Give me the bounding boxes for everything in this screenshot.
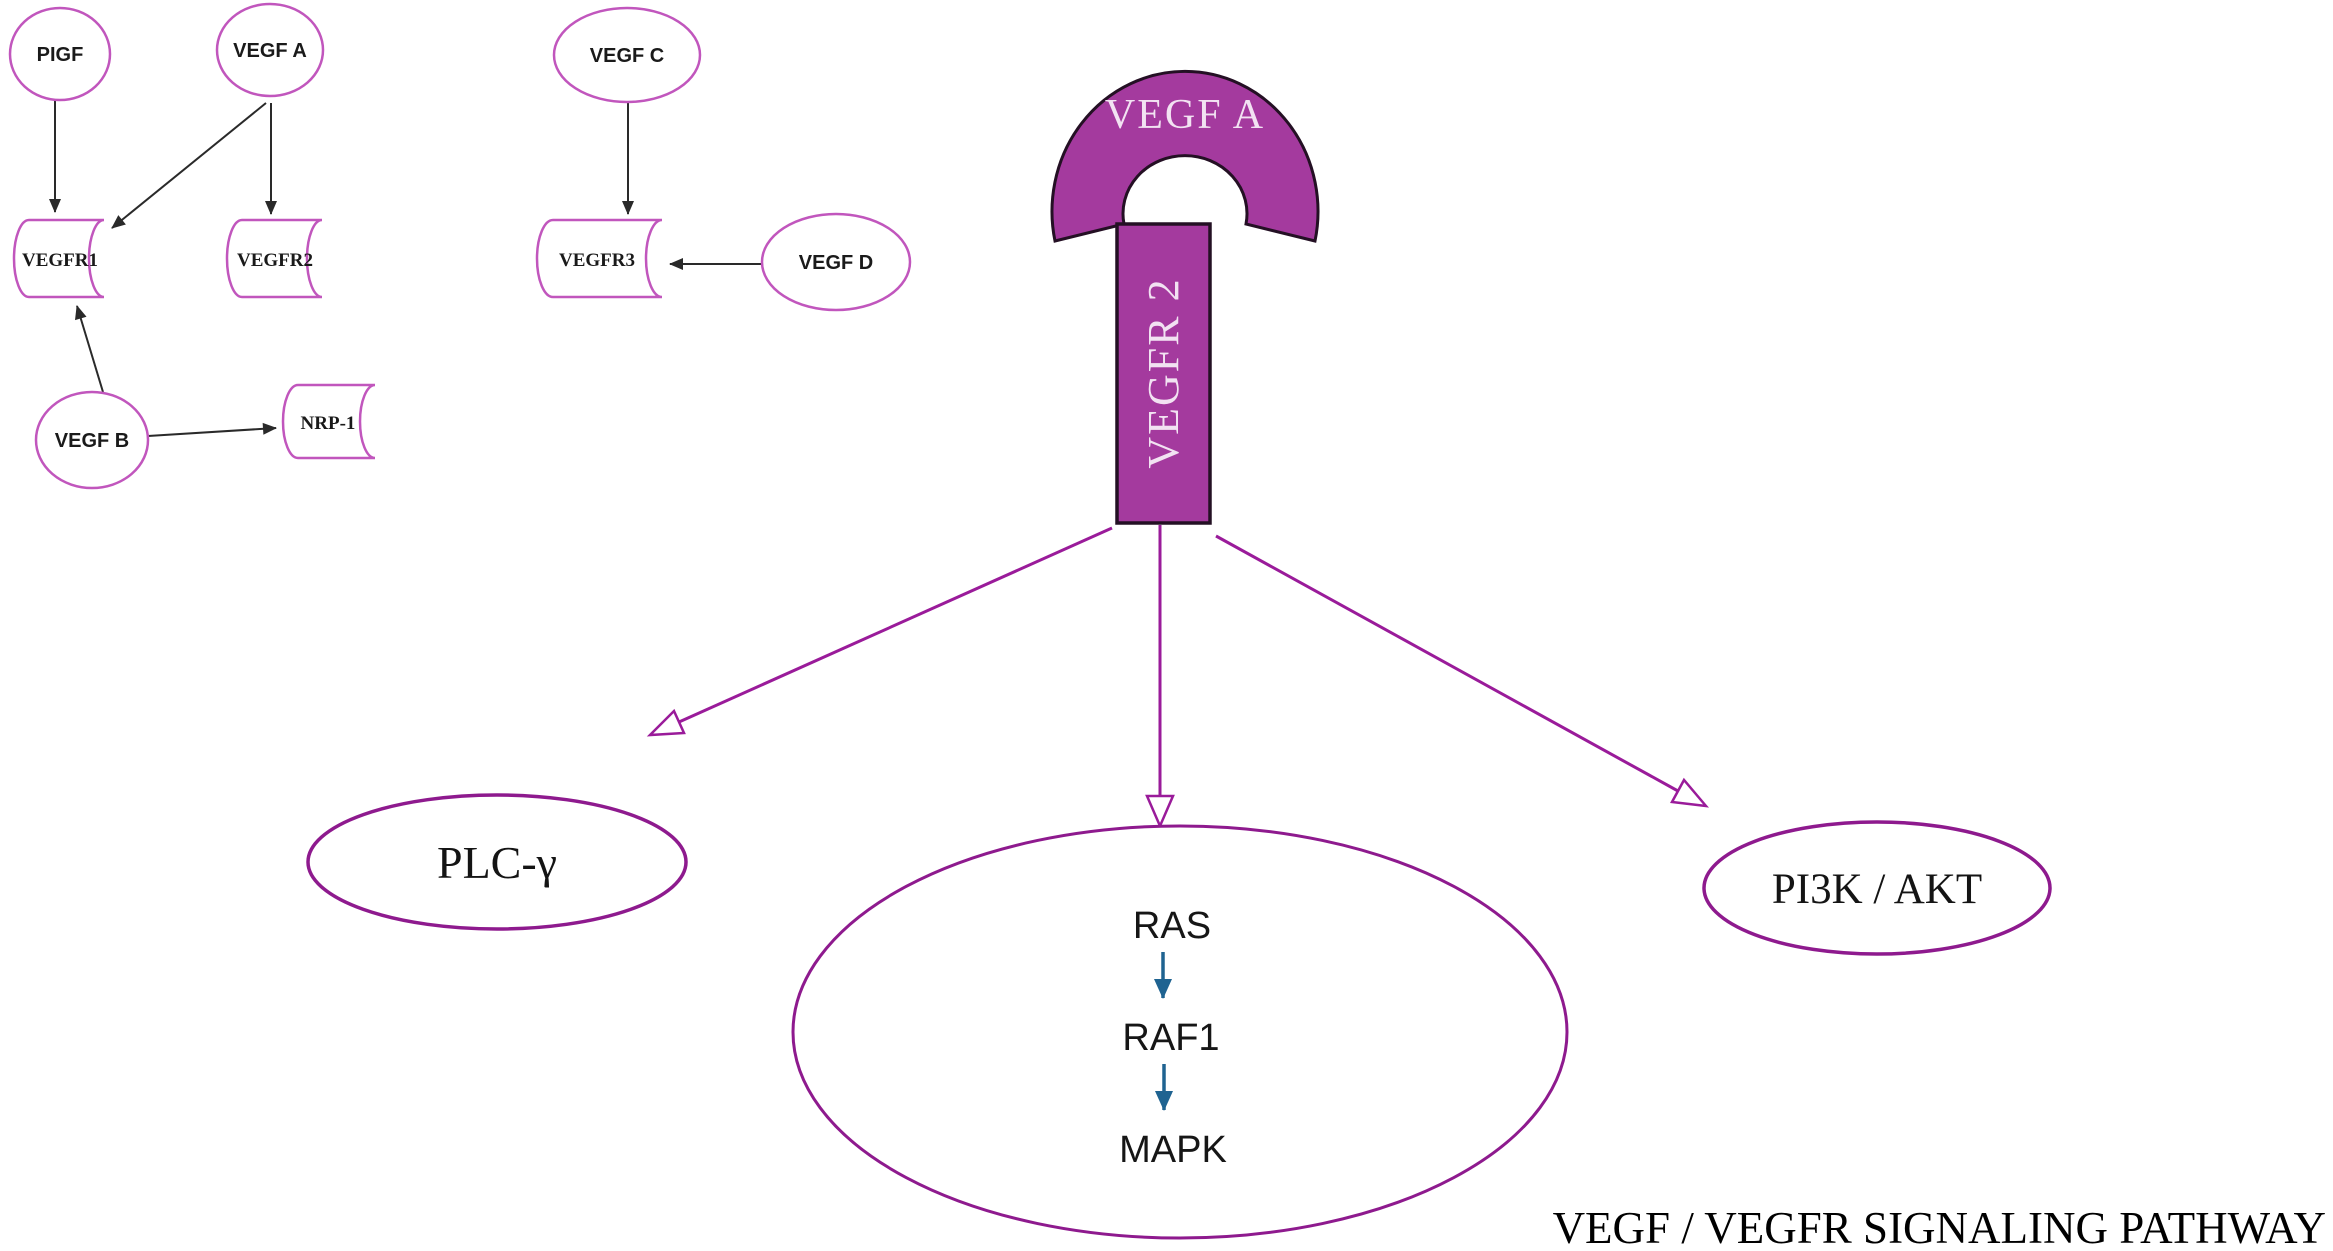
cascade-mapk-label: MAPK xyxy=(1119,1129,1227,1171)
vegfr2-rect xyxy=(1115,222,1212,525)
receptor-complex: VEGF A VEGFR 2 xyxy=(1050,70,1320,525)
vegfr2-rect-label: VEGFR 2 xyxy=(1139,277,1188,468)
node-vegfa-ligand: VEGF A xyxy=(215,2,325,98)
node-vegfd: VEGF D xyxy=(760,212,912,312)
diagram-title: VEGF / VEGFR SIGNALING PATHWAY xyxy=(1553,1203,2326,1251)
node-vegfc-label: VEGF C xyxy=(590,45,664,67)
pi3k-akt-label: PI3K / AKT xyxy=(1772,866,1982,913)
node-pigf-label: PIGF xyxy=(37,44,84,66)
arrow-vegfb-to-nrp1 xyxy=(147,422,277,437)
node-vegfr3: VEGFR3 xyxy=(535,218,663,299)
node-nrp1-label: NRP-1 xyxy=(301,413,356,434)
arrowhead-pi3k xyxy=(1670,777,1710,808)
node-vegfr2-label: VEGFR2 xyxy=(237,250,313,271)
node-vegfr3-label: VEGFR3 xyxy=(559,250,635,271)
node-vegfr2: VEGFR2 xyxy=(225,218,323,299)
arrow-vegfr2-to-pi3k xyxy=(1215,534,1679,793)
cascade-raf1-label: RAF1 xyxy=(1122,1017,1219,1059)
node-ras-cascade: RAS RAF1 MAPK xyxy=(791,824,1569,1240)
cascade-ras-label: RAS xyxy=(1133,905,1211,947)
signaling-arrows xyxy=(646,525,1710,830)
arrow-vegfr2-to-plc xyxy=(678,526,1113,724)
node-pigf: PIGF xyxy=(8,6,112,102)
node-vegfd-label: VEGF D xyxy=(799,252,873,274)
arrowhead-cascade xyxy=(1145,794,1175,830)
vegfa-arc-label: VEGF A xyxy=(1105,92,1265,138)
node-nrp1: NRP-1 xyxy=(281,383,376,460)
node-vegfr1: VEGFR1 xyxy=(12,218,105,299)
ligand-receptor-map: PIGF VEGF A VEGF C VEGF D VEGF B VEGFR1 … xyxy=(8,2,912,490)
vegfa-block-arc xyxy=(1050,70,1320,243)
node-pi3k-akt: PI3K / AKT xyxy=(1702,820,2052,956)
node-vegfb-label: VEGF B xyxy=(55,430,129,452)
node-vegfc: VEGF C xyxy=(552,6,702,104)
arrowhead-plc xyxy=(646,708,686,737)
node-vegfr1-label: VEGFR1 xyxy=(22,250,98,271)
node-vegfa-ligand-label: VEGF A xyxy=(233,40,307,62)
plc-gamma-label: PLC-γ xyxy=(437,837,557,888)
node-vegfb: VEGF B xyxy=(34,390,150,490)
node-plc-gamma: PLC-γ xyxy=(306,793,688,931)
arrow-vegfb-to-vegfr1 xyxy=(75,305,104,393)
arrow-vegfa-to-vegfr1 xyxy=(111,102,267,229)
